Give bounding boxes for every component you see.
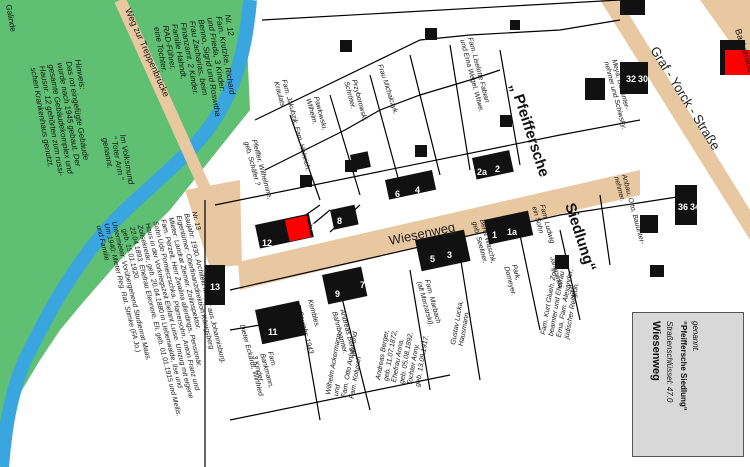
svg-text:Nr. 13: Nr. 13 xyxy=(190,211,201,231)
house-number-12: 12 xyxy=(262,238,272,248)
note-riek: Riek xyxy=(566,284,577,300)
legend-title: Wiesenweg xyxy=(650,321,662,381)
house-number-4: 4 xyxy=(415,185,420,195)
house-number-1a: 1a xyxy=(507,227,518,237)
house-numbers: 12 10 8 6 4 2a 2 32 30 36 34 13 11 9 7 5… xyxy=(210,74,700,337)
house-number-32: 32 xyxy=(626,74,636,84)
house-number-7: 7 xyxy=(360,280,365,290)
house-number-9: 9 xyxy=(335,289,340,299)
green-land xyxy=(0,0,250,467)
river xyxy=(0,0,257,467)
house-number-8: 8 xyxy=(337,216,342,226)
house-number-1: 1 xyxy=(492,230,497,240)
house-number-36: 36 xyxy=(678,202,688,212)
svg-text:Nr. 12: Nr. 12 xyxy=(223,14,236,37)
house-number-3: 3 xyxy=(447,250,452,260)
house-number-10: 10 xyxy=(311,222,321,232)
new-building-red xyxy=(285,215,312,242)
house-number-2: 2 xyxy=(495,164,500,174)
note-nr12: Nr. 12 Fam. Krutzke, Richard und Frieda,… xyxy=(152,14,237,118)
svg-text:Fam.: Fam. xyxy=(266,351,277,368)
red-building-backstreet xyxy=(725,50,750,75)
road-wiesenweg xyxy=(238,170,640,290)
legend-line3: genannt. xyxy=(691,321,700,352)
svg-text:und: und xyxy=(333,383,342,397)
legend-line1: Straßenschlüssel: 47.0 xyxy=(665,321,674,403)
house-number-30: 30 xyxy=(638,74,648,84)
road-graf-yorck xyxy=(600,0,750,240)
note-hinweis: Hinweis: Das rot eingefügte Gebäude wurd… xyxy=(29,59,91,177)
note-nr13: Nr. 13 Baujahr: 1930. Architekt Müller a… xyxy=(120,211,226,417)
legend-canvas: Wiesenweg Straßenschlüssel: 47.0 “Pfeiff… xyxy=(650,321,700,411)
svg-text:Park,: Park, xyxy=(510,264,521,282)
house-number-34: 34 xyxy=(690,202,700,212)
svg-text:Fam.: Fam. xyxy=(556,254,567,271)
legend-line2: “Pfeiffersche Siedlung“ xyxy=(679,321,688,411)
house-number-11: 11 xyxy=(268,327,278,337)
house-number-5: 5 xyxy=(430,254,435,264)
house-number-6: 6 xyxy=(395,189,400,199)
house-number-13: 13 xyxy=(210,282,220,292)
note-berger: Andreas Berger, geb. 11.07.1872, Ehefrau… xyxy=(375,329,431,387)
legend-box: Wiesenweg Straßenschlüssel: 47.0 “Pfeiff… xyxy=(632,312,744,457)
house-number-2a: 2a xyxy=(477,167,488,177)
